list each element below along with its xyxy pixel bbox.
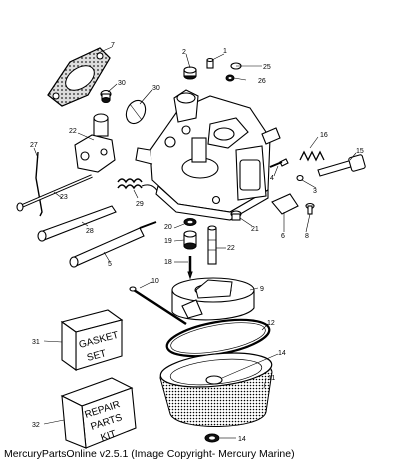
part-11-float-bowl xyxy=(159,352,273,427)
repair-kit-line3: KIT xyxy=(100,429,118,444)
part-7-screw xyxy=(305,202,315,215)
callout-14b: 14 xyxy=(238,436,246,443)
callout-1: 1 xyxy=(223,48,227,55)
part-6-clip xyxy=(271,193,299,215)
callout-12: 12 xyxy=(267,320,275,327)
callout-5: 5 xyxy=(108,261,112,268)
callout-3: 3 xyxy=(313,188,317,195)
callout-32: 32 xyxy=(32,422,40,429)
callout-8: 7 xyxy=(111,42,115,49)
callout-24: 25 xyxy=(263,64,271,71)
callout-28: 29 xyxy=(136,201,144,208)
part-4-screw xyxy=(269,158,289,168)
part-14-washer-lower xyxy=(204,433,220,443)
callout-4: 4 xyxy=(270,175,274,182)
part-28-spring xyxy=(117,178,159,193)
part-32-repair-kit-box: REPAIR PARTS KIT xyxy=(60,377,137,449)
callout-27: 28 xyxy=(86,228,94,235)
callout-labels: 7 30 30 2 1 25 26 22 27 23 28 5 29 16 15… xyxy=(30,42,364,443)
part-19-gasket xyxy=(183,218,197,226)
part-9-float xyxy=(171,277,255,321)
part-31-gasket-set-box: GASKET SET xyxy=(60,309,124,372)
callout-25: 26 xyxy=(258,78,266,85)
callout-19: 20 xyxy=(164,224,172,231)
part-22-choke-housing xyxy=(74,113,116,173)
part-21-stem xyxy=(207,225,217,265)
part-3-washer xyxy=(296,174,304,182)
callout-2: 2 xyxy=(182,49,186,56)
callout-11: 11 xyxy=(268,375,275,382)
callout-31: 31 xyxy=(32,339,40,346)
callout-15: 15 xyxy=(356,148,364,155)
callout-10: 10 xyxy=(151,278,159,285)
callout-18: 19 xyxy=(164,238,172,245)
leader-lines xyxy=(33,46,357,439)
part-17-needle xyxy=(187,256,193,280)
callout-20: 21 xyxy=(251,226,259,233)
part-25-washer xyxy=(225,74,235,82)
part-5-shaft xyxy=(69,221,157,268)
part-29-throttle-plate xyxy=(125,99,147,125)
callout-16: 16 xyxy=(320,132,328,139)
part-27-shaft xyxy=(37,205,117,242)
callout-22: 22 xyxy=(69,128,77,135)
part-10-screw xyxy=(129,286,187,326)
part-18-jet xyxy=(183,230,197,250)
callout-17: 18 xyxy=(164,259,172,266)
callout-23: 23 xyxy=(60,194,68,201)
part-20-plug xyxy=(230,210,242,221)
callout-14a: 14 xyxy=(278,350,286,357)
carburetor-body xyxy=(135,89,281,221)
copyright-footer: MercuryPartsOnline v2.5.1 (Image Copyrig… xyxy=(4,448,295,460)
part-1-plug xyxy=(206,57,214,69)
callout-9: 9 xyxy=(260,286,264,293)
callout-29: 30 xyxy=(152,85,160,92)
callout-26: 27 xyxy=(30,142,38,149)
part-26-rod xyxy=(35,151,43,217)
part-30-screw xyxy=(100,89,112,103)
part-2-cap xyxy=(183,66,197,80)
callout-6: 6 xyxy=(281,233,285,240)
part-24-screw xyxy=(230,62,262,70)
callout-7: 8 xyxy=(305,233,309,240)
part-15-mixture-screw xyxy=(317,154,366,177)
part-8-gasket xyxy=(47,47,111,107)
part-23-long-screw xyxy=(16,174,93,212)
callout-30: 30 xyxy=(118,80,126,87)
callout-21: 22 xyxy=(227,245,235,252)
part-16-spring xyxy=(299,150,325,162)
gasket-set-line2: SET xyxy=(86,348,108,364)
